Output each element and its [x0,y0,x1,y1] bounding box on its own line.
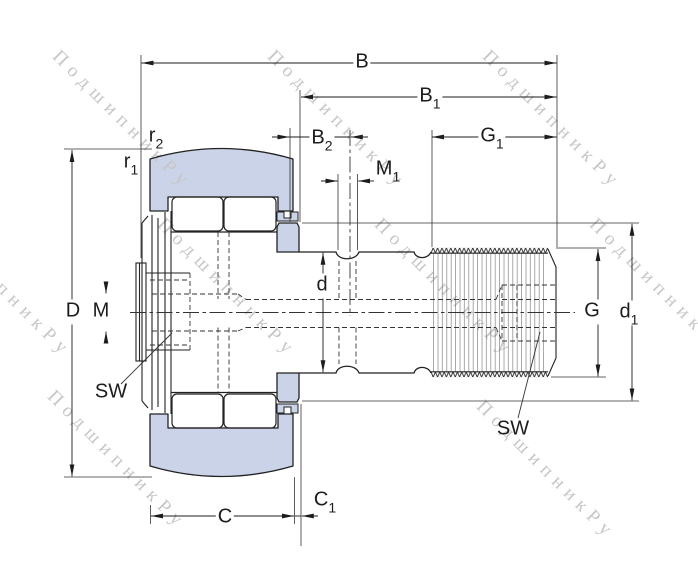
seal-details [276,211,299,414]
stud-head [135,262,147,362]
dim-label-B2: B2 [309,126,335,154]
flange-bottom [276,372,300,403]
stud-bottom-surface [299,365,432,374]
outer-ring-outline [149,147,294,478]
leader-sw-right [517,331,541,419]
dim-label-C: C [215,505,235,531]
dim-label-B: B [353,50,371,76]
dim-label-r2: r2 [148,124,164,152]
dim-label-M: M [90,299,112,325]
hidden-lines [150,232,555,392]
stud-flange-fill-bottom [277,373,299,402]
dim-label-d: d [314,273,330,299]
leader-sw-left [120,332,173,385]
outer-ring-fill [150,148,299,477]
roller-bottom-right [223,393,277,429]
roller-top-right [223,196,277,232]
dim-label-C1: C1 [313,488,337,516]
stud-flange-fill-top [277,223,299,252]
seal-fill-bottom [277,404,298,413]
dim-label-M1: M1 [375,157,401,185]
seal-fill-top [277,212,298,221]
needle-rollers [171,196,277,429]
dim-label-D: D [63,299,83,325]
dim-label-B1: B1 [417,84,443,112]
dim-label-SW-left: SW [94,380,128,403]
stud-outline [171,222,432,403]
dim-label-r1: r1 [123,150,139,178]
extension-lines [64,55,639,546]
roller-top-left [171,196,224,232]
leader-lines [120,331,541,419]
dim-label-G: G [582,299,602,325]
dim-label-d1: d1 [617,300,641,328]
dim-label-G1: G1 [478,124,506,152]
roller-bottom-left [171,393,224,429]
flange-top [276,222,300,253]
dim-label-SW-right: SW [496,417,530,440]
stud-top-surface [299,251,432,260]
